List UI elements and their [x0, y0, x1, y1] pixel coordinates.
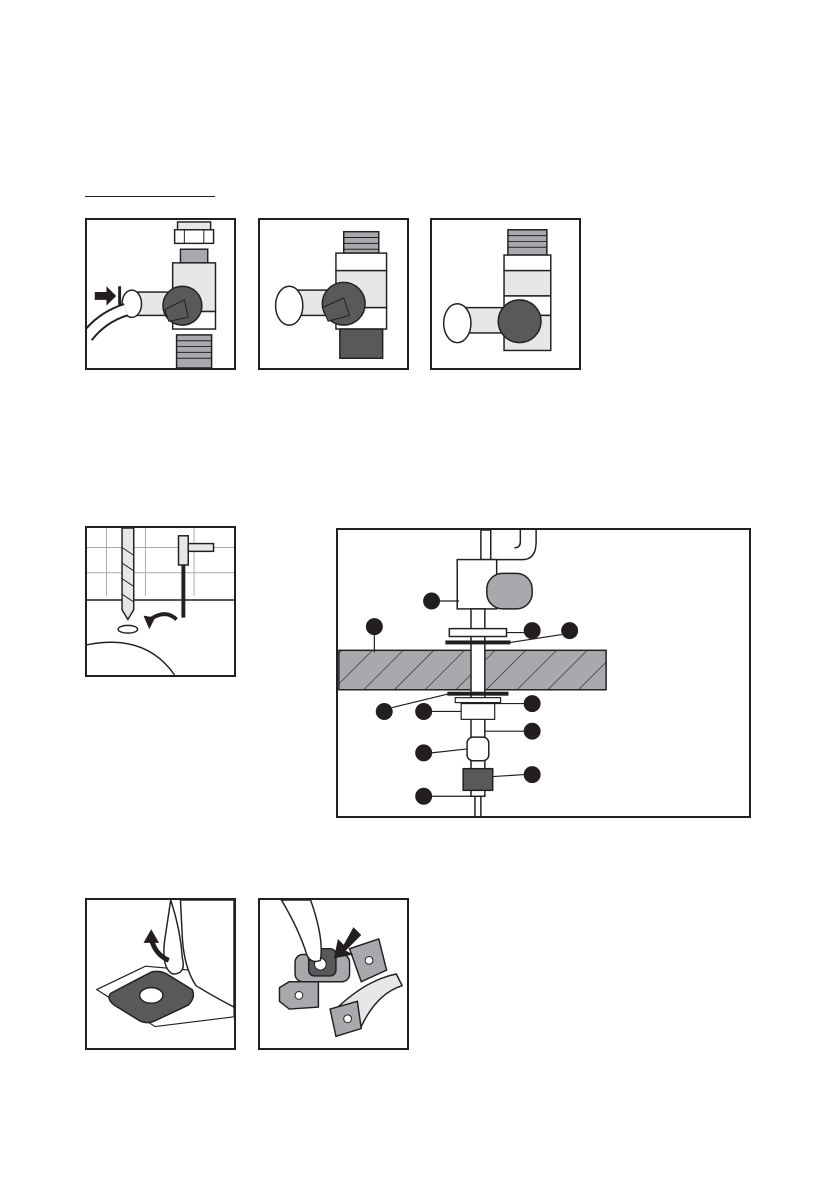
figure-valve-connect — [85, 218, 236, 370]
figure-drill-hole — [85, 526, 236, 677]
figure-legend-box — [605, 528, 751, 818]
valve-connect-illustration — [87, 220, 234, 368]
section-heading-underline — [85, 196, 215, 197]
figure-attach-pad — [258, 898, 409, 1050]
figure-valve-side — [430, 218, 581, 370]
figure-peel-pad — [85, 898, 236, 1050]
push-arrow-icon — [95, 286, 121, 305]
figure-valve-front — [258, 218, 409, 370]
figure-faucet-cross-section — [336, 528, 607, 818]
